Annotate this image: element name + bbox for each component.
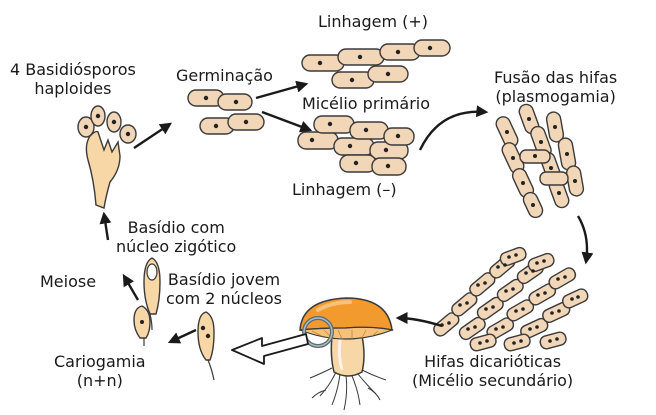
basidium-zygotic-nucleus (143, 257, 161, 331)
mushroom (299, 297, 395, 411)
basidium-with-spores (77, 105, 137, 209)
label-strain-minus: Linhagem (–) (292, 180, 397, 199)
label-hyphal-fusion: Fusão das hifas (plasmogamia) (494, 68, 618, 106)
zoom-arrow (231, 333, 309, 365)
label-young-basidium: Basídio jovem com 2 núcleos (166, 270, 283, 308)
dikaryotic-mycelium (433, 246, 589, 352)
basidium-young-two-nuclei (197, 311, 215, 381)
label-strain-plus: Linhagem (+) (318, 12, 429, 31)
label-basidiospores: 4 Basidiósporos haploides (10, 60, 136, 98)
label-karyogamy: Cariogamia (n+n) (54, 352, 146, 390)
cycle-arrows (99, 80, 594, 344)
label-basidium-zygotic: Basídio com núcleo zigótico (116, 218, 237, 256)
label-meiosis: Meiose (40, 272, 97, 291)
germinating-spores (187, 89, 265, 135)
hypha-strain-minus (297, 115, 415, 176)
label-primary-mycelium: Micélio primário (302, 94, 431, 113)
hypha-strain-plus (301, 39, 451, 89)
label-dikaryotic-hyphae: Hifas dicarióticas (Micélio secundário) (412, 352, 574, 390)
label-germination: Germinação (176, 66, 273, 85)
hyphal-fusion-network (495, 103, 585, 219)
basidium-karyogamy (133, 305, 151, 346)
